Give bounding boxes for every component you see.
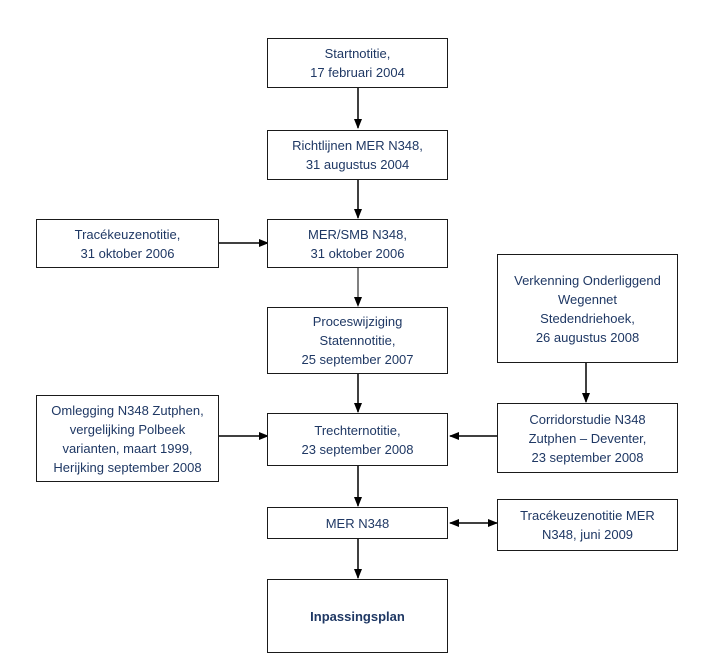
box-text-line: Stedendriehoek, bbox=[540, 310, 635, 326]
box-text-line: 23 september 2008 bbox=[301, 441, 414, 457]
box-text-line: Omlegging N348 Zutphen, bbox=[51, 402, 204, 418]
box-text-line: 31 oktober 2006 bbox=[80, 245, 175, 261]
box-text-line: N348, juni 2009 bbox=[541, 527, 634, 542]
box-trechternotitie: Trechternotitie, 23 september 2008 bbox=[267, 413, 448, 466]
box-text-line: Zutphen – Deventer, bbox=[528, 430, 647, 446]
box-richtlijnen-mer: Richtlijnen MER N348, 31 augustus 2004 bbox=[267, 130, 448, 180]
box-text-line: 31 augustus 2004 bbox=[305, 157, 410, 172]
box-text-line: MER/SMB N348, bbox=[308, 226, 407, 242]
box-text-line: 17 februari 2004 bbox=[310, 65, 405, 80]
box-text-line: 26 augustus 2008 bbox=[535, 329, 640, 345]
box-text-line: Tracékeuzenotitie, bbox=[74, 226, 181, 242]
box-inpassingsplan: Inpassingsplan bbox=[267, 579, 448, 653]
box-startnotitie: Startnotitie, 17 februari 2004 bbox=[267, 38, 448, 88]
box-tracekeuzenotitie-mer: Tracékeuzenotitie MER N348, juni 2009 bbox=[497, 499, 678, 551]
box-mer-n348: MER N348 bbox=[267, 507, 448, 539]
box-text-line: Corridorstudie N348 bbox=[529, 411, 646, 427]
box-text-line: vergelijking Polbeek bbox=[69, 421, 186, 437]
box-text-line: Wegennet bbox=[557, 291, 618, 307]
box-text-line: Proceswijziging bbox=[312, 314, 403, 329]
box-tracekeuzenotitie-2006: Tracékeuzenotitie, 31 oktober 2006 bbox=[36, 219, 219, 268]
box-text-line: Verkenning Onderliggend bbox=[514, 272, 661, 288]
box-text-line: Tracékeuzenotitie MER bbox=[520, 508, 655, 523]
box-text-line: Richtlijnen MER N348, bbox=[292, 138, 423, 153]
box-text-line: 31 oktober 2006 bbox=[310, 245, 405, 261]
box-text-line: 23 september 2008 bbox=[531, 449, 644, 465]
box-text-line: Inpassingsplan bbox=[310, 608, 405, 624]
box-text-line: Statennotitie, bbox=[319, 333, 396, 348]
box-text-line: MER N348 bbox=[325, 515, 390, 531]
box-text-line: varianten, maart 1999, bbox=[62, 440, 193, 456]
box-omlegging-n348: Omlegging N348 Zutphen, vergelijking Polb… bbox=[36, 395, 219, 482]
box-text-line: 25 september 2007 bbox=[301, 352, 414, 367]
box-text-line: Herijking september 2008 bbox=[53, 459, 202, 475]
box-text-line: Trechternotitie, bbox=[314, 422, 401, 438]
box-text-line: Startnotitie, bbox=[324, 46, 391, 61]
box-mer-smb: MER/SMB N348, 31 oktober 2006 bbox=[267, 219, 448, 268]
